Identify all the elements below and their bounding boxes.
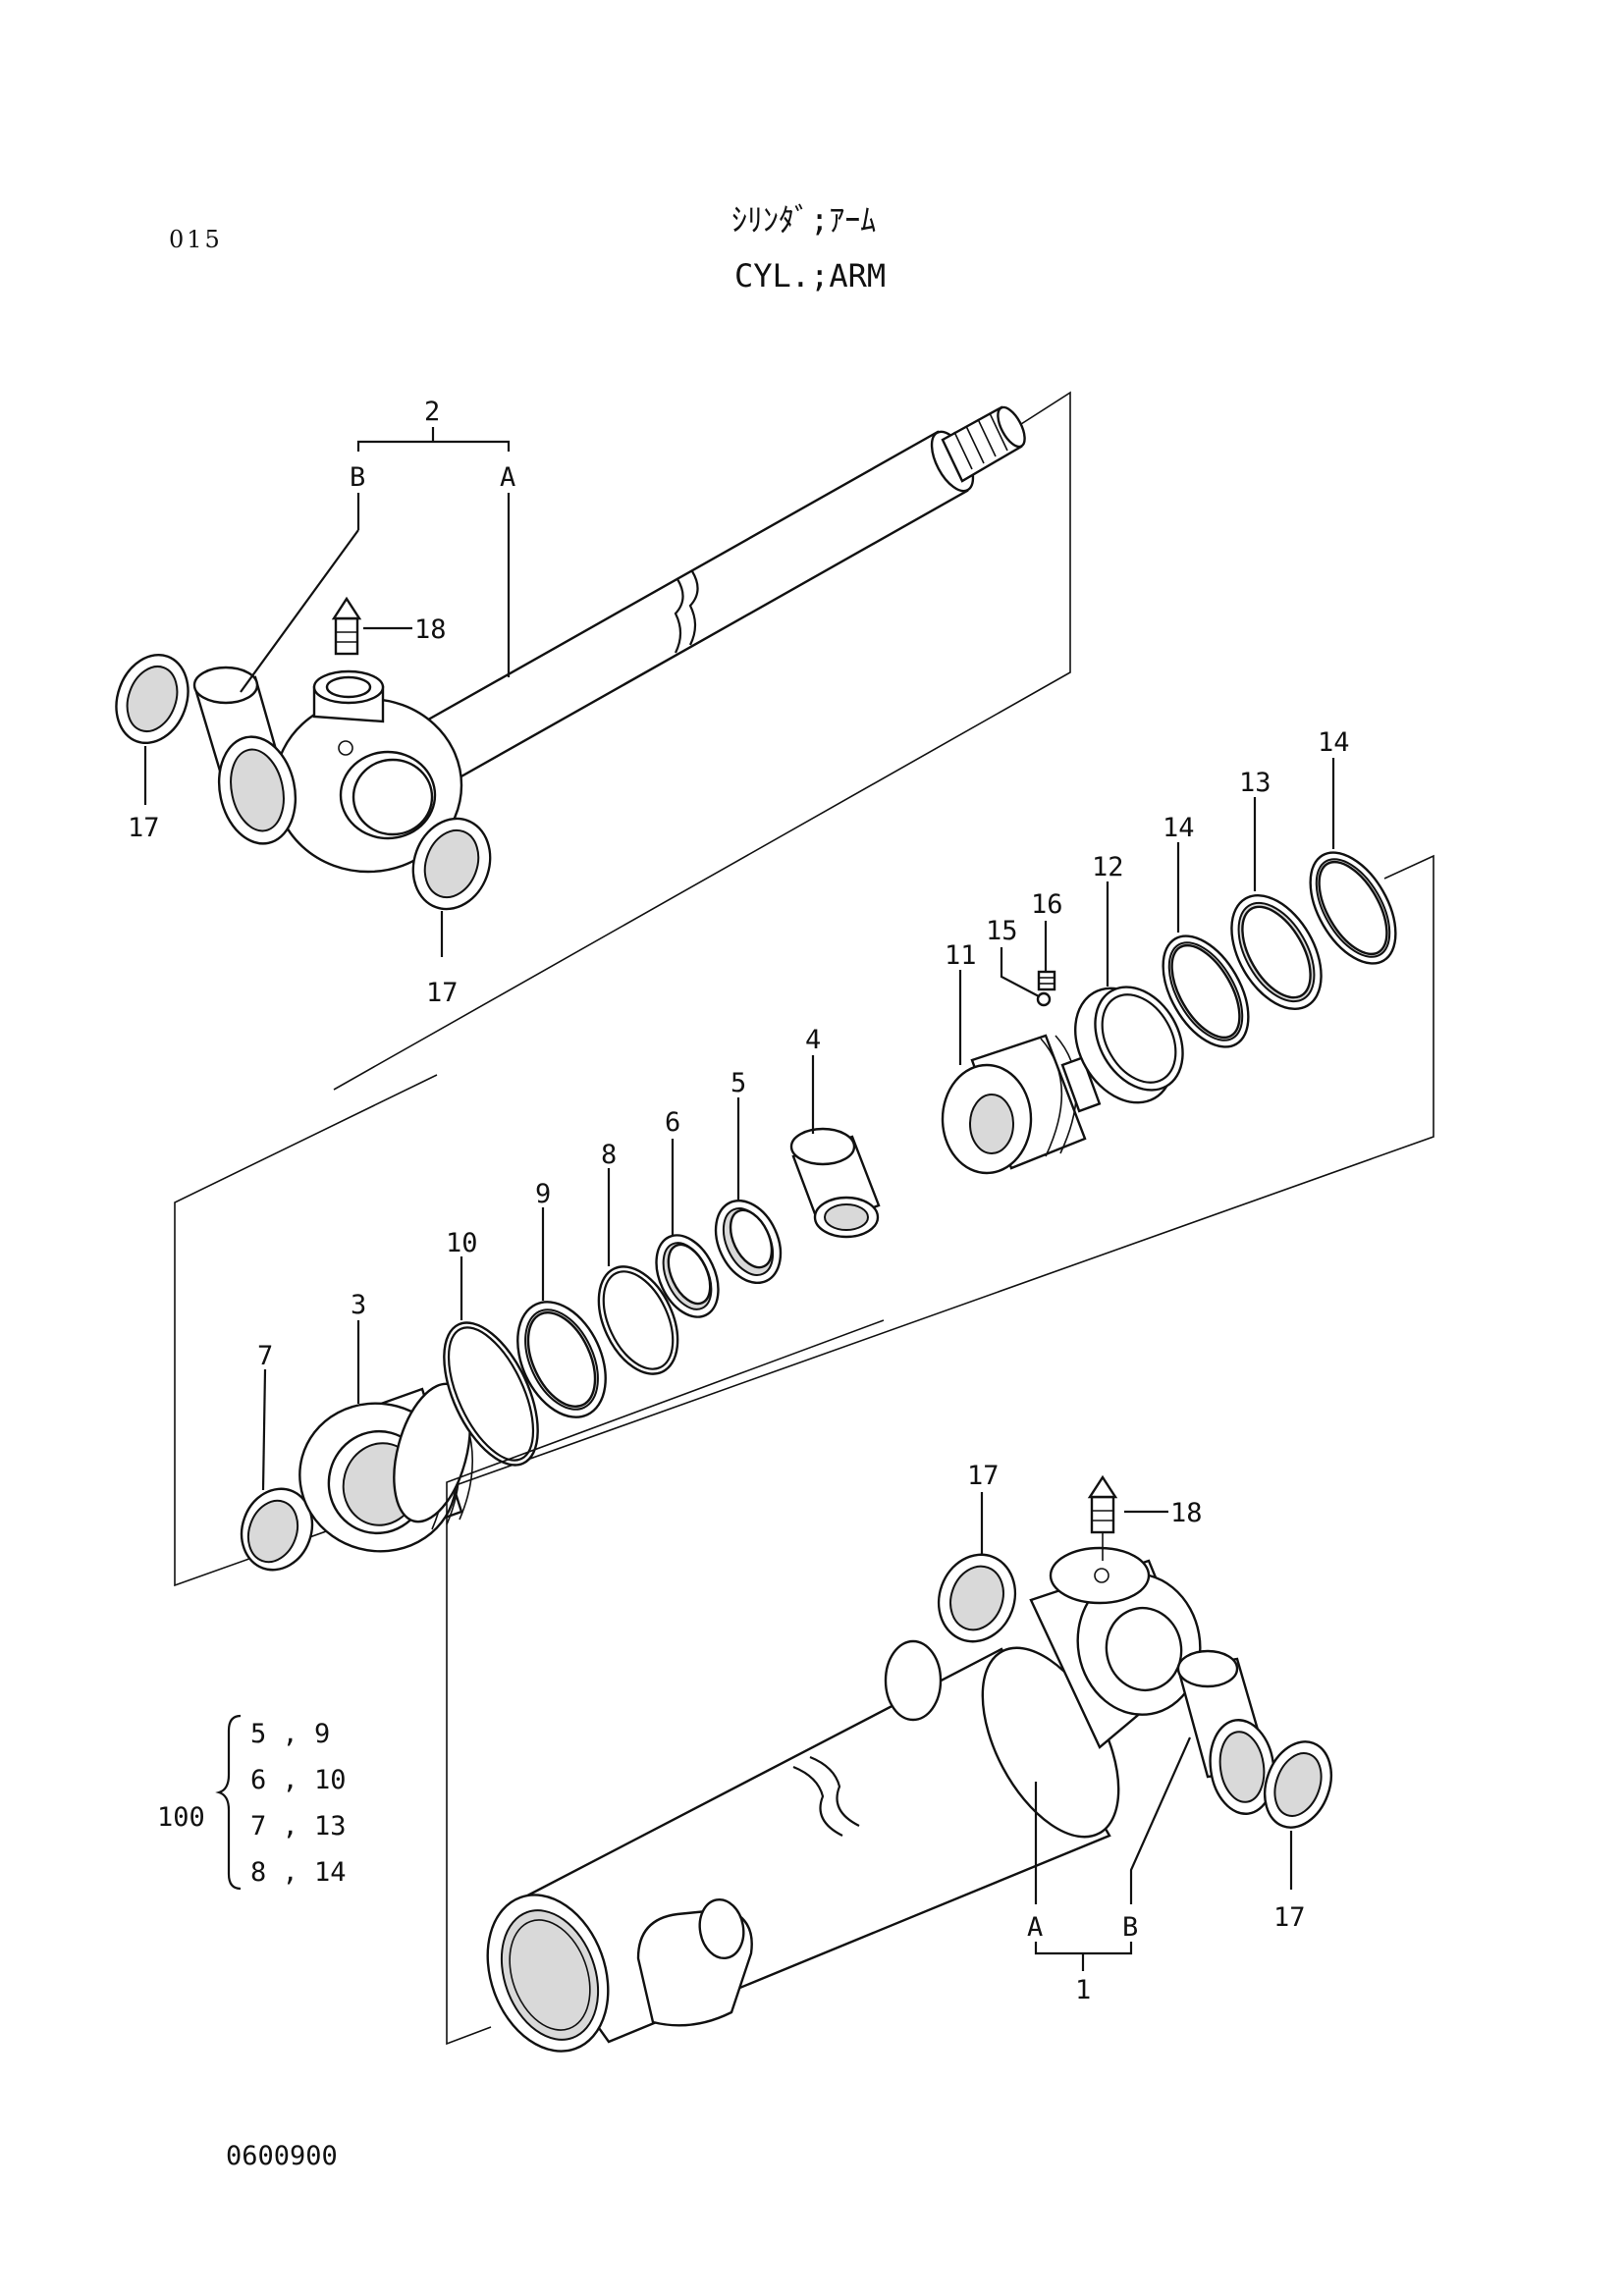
grease-fitting-bottom — [1087, 1474, 1118, 1561]
piston-rod — [273, 405, 1026, 874]
dust-seal-bottom-right — [1264, 1740, 1332, 1829]
seal-kit-row-3: 7 , 13 — [250, 1811, 347, 1842]
bushing-4 — [789, 1127, 881, 1239]
callout-15: 15 — [986, 916, 1018, 946]
backup-ring-9 — [516, 1301, 607, 1418]
drawing-number: 0600900 — [226, 2141, 338, 2171]
callout-8: 8 — [601, 1140, 617, 1170]
slide-ring-14-lower — [1162, 934, 1250, 1048]
grease-fitting-top — [331, 596, 362, 656]
steel-ball-15 — [1036, 991, 1052, 1007]
page-number: 015 — [169, 226, 223, 253]
seal-kit-number: 100 — [157, 1802, 205, 1833]
callout-4: 4 — [805, 1025, 821, 1055]
callout-16: 16 — [1031, 889, 1063, 920]
callout-9: 9 — [535, 1179, 551, 1209]
seal-kit-row-4: 8 , 14 — [250, 1857, 347, 1888]
piston-11 — [941, 1034, 1102, 1175]
callout-5: 5 — [730, 1068, 746, 1098]
leaders-panel-3 — [980, 1492, 1293, 1971]
callout-17-top-right: 17 — [426, 978, 459, 1008]
bushing-bottom — [1176, 1649, 1275, 1815]
o-ring-8 — [597, 1265, 679, 1375]
tube-panel-frame — [446, 1319, 885, 2046]
callout-17-top-left: 17 — [128, 813, 160, 843]
dust-seal-bottom-left — [937, 1553, 1017, 1643]
callout-7: 7 — [257, 1341, 273, 1371]
leaders-panel-2 — [261, 758, 1335, 1491]
callout-1: 1 — [1075, 1975, 1091, 2005]
wear-ring-12 — [1074, 986, 1184, 1104]
cylinder-tube — [486, 1546, 1202, 2053]
callout-b-bottom: B — [1122, 1912, 1138, 1943]
callout-13: 13 — [1239, 768, 1271, 798]
seal-kit-row-2: 6 , 10 — [250, 1765, 347, 1795]
seal-kit-brace — [215, 1714, 242, 1891]
callout-14-upper: 14 — [1318, 727, 1350, 758]
callout-12: 12 — [1092, 852, 1124, 882]
callout-14-lower: 14 — [1163, 813, 1195, 843]
callout-18-top: 18 — [414, 614, 447, 645]
set-screw-16 — [1037, 970, 1056, 991]
callout-17-bottom-right: 17 — [1273, 1902, 1306, 1933]
dust-seal-top-right — [411, 817, 492, 911]
callout-6: 6 — [665, 1107, 680, 1138]
callout-a-top: A — [500, 462, 515, 493]
cylinder-head — [298, 1382, 473, 1553]
callout-17-bottom-left: 17 — [967, 1461, 1000, 1491]
seal-6 — [655, 1234, 720, 1318]
bushing-top — [192, 666, 298, 845]
callout-18-bottom: 18 — [1170, 1498, 1203, 1528]
callout-3: 3 — [351, 1290, 366, 1320]
callout-b-top: B — [350, 462, 365, 493]
title-japanese: ｼﾘﾝﾀﾞ;ｱｰﾑ — [731, 201, 876, 239]
seal-kit-row-1: 5 , 9 — [250, 1719, 330, 1749]
callout-10: 10 — [446, 1228, 478, 1258]
seal-5 — [714, 1199, 783, 1285]
dust-seal-head — [240, 1487, 314, 1572]
callout-2: 2 — [424, 397, 440, 427]
dust-seal-top-left — [115, 653, 189, 745]
seal-ring-13 — [1230, 894, 1323, 1010]
slide-ring-14-upper — [1309, 851, 1397, 965]
leaders-panel-1 — [143, 427, 511, 957]
piston-panel-frame — [174, 854, 1434, 1587]
title-english: CYL.;ARM — [734, 257, 886, 294]
rod-panel-frame — [333, 391, 1071, 1091]
o-ring-10 — [443, 1321, 539, 1467]
callout-11: 11 — [945, 940, 977, 971]
callout-a-bottom: A — [1027, 1912, 1043, 1943]
